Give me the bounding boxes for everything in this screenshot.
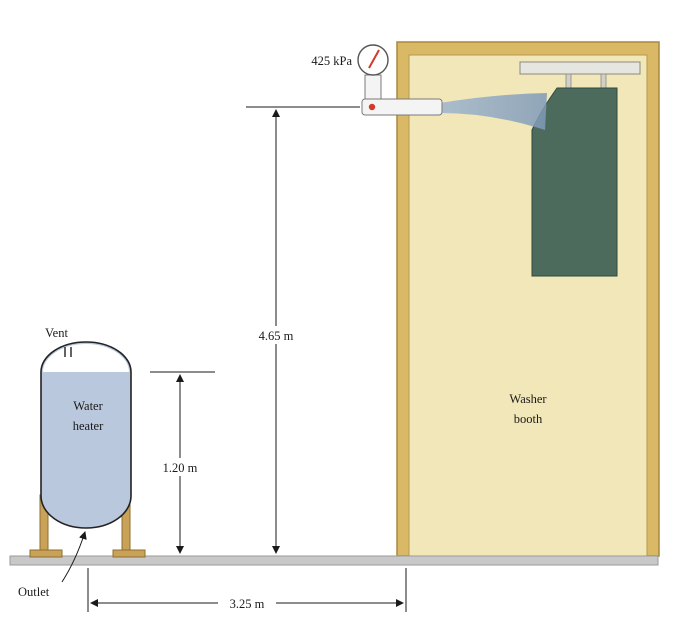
booth-label-line2: booth — [514, 412, 543, 426]
heater-tank-top-air — [43, 344, 129, 372]
valve-dot — [368, 103, 376, 111]
gauge-needle — [368, 49, 380, 69]
water-heater: Vent Water heater Outlet — [18, 326, 146, 599]
outlet-label: Outlet — [18, 585, 50, 599]
heater-height-value: 1.20 m — [163, 461, 198, 475]
gauge-stem — [364, 74, 382, 102]
heater-tank — [40, 341, 132, 529]
vent-label: Vent — [45, 326, 68, 340]
dimension-nozzle-height: 4.65 m — [246, 106, 360, 554]
booth-label-line1: Washer — [509, 392, 547, 406]
supply-pipe — [361, 98, 443, 116]
dimension-horizontal-distance: 3.25 m — [87, 568, 407, 612]
horizontal-distance-value: 3.25 m — [230, 597, 265, 611]
heater-label-line2: heater — [73, 419, 104, 433]
heater-foot-left — [29, 549, 63, 558]
heater-label-line1: Water — [73, 399, 103, 413]
heater-foot-right — [112, 549, 146, 558]
nozzle-height-value: 4.65 m — [259, 329, 294, 343]
nozzle-assembly: 425 kPa — [311, 44, 547, 130]
overhead-rack — [519, 61, 641, 75]
washer-booth: Washer booth — [396, 41, 660, 557]
floor — [9, 555, 659, 566]
outlet-leader — [61, 531, 87, 583]
dimension-heater-height: 1.20 m — [150, 371, 215, 554]
water-spray — [440, 93, 547, 130]
gauge-reading-label: 425 kPa — [311, 54, 352, 68]
